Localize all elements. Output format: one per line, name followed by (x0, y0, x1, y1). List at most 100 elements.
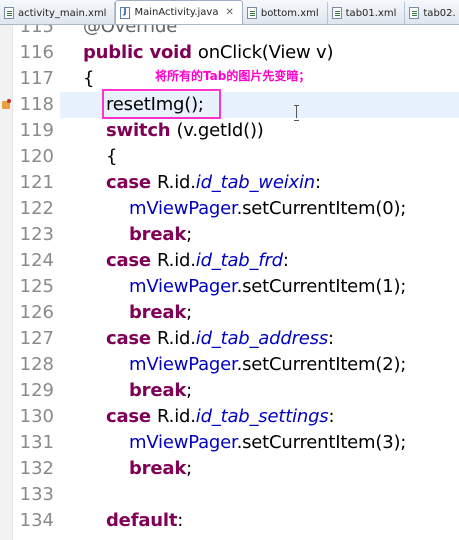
code-token: { (106, 146, 118, 167)
line-number: 115 (19, 25, 54, 37)
tab-label: tab01.xml (345, 7, 397, 19)
code-line[interactable]: 132 break; (0, 456, 459, 482)
code-token: @Override (83, 25, 178, 37)
code-line[interactable]: 130 case R.id.id_tab_settings: (0, 404, 459, 430)
keyword-token: break (129, 458, 187, 479)
xml-file-icon (4, 7, 14, 19)
line-number: 121 (19, 172, 54, 193)
code-text[interactable]: break; (129, 456, 192, 482)
code-token: R.id. (157, 172, 196, 193)
keyword-token: break (129, 380, 187, 401)
code-text[interactable]: break; (129, 300, 192, 326)
code-token: onClick(View v) (197, 42, 334, 63)
code-text[interactable]: default: (106, 508, 183, 534)
code-line[interactable]: 121 case R.id.id_tab_weixin: (0, 170, 459, 196)
line-number: 131 (19, 432, 54, 453)
tab-2[interactable]: bottom.xml (243, 2, 328, 24)
code-token: ; (186, 302, 192, 323)
line-number: 126 (19, 302, 54, 323)
code-token: ; (186, 380, 192, 401)
line-number: 118 (19, 94, 54, 115)
code-text[interactable]: { (83, 66, 94, 92)
code-token: (v.getId()) (176, 120, 264, 141)
code-text[interactable]: resetImg(); (106, 92, 204, 118)
editor-tab-bar: activity_main.xml MainActivity.java ✕ botto… (0, 0, 459, 25)
code-token: .setCurrentItem(3); (236, 432, 407, 453)
code-text[interactable]: case R.id.id_tab_settings: (106, 404, 335, 430)
line-number: 132 (19, 458, 54, 479)
code-line[interactable]: 128 mViewPager.setCurrentItem(2); (0, 352, 459, 378)
tab-4[interactable]: tab02. (405, 2, 459, 24)
breakpoint-marker-icon[interactable] (2, 99, 11, 110)
tab-close-icon[interactable]: ✕ (225, 7, 234, 18)
line-number: 130 (19, 406, 54, 427)
keyword-token: switch (106, 120, 177, 141)
code-line[interactable]: 123 break; (0, 222, 459, 248)
keyword-token: break (129, 302, 187, 323)
keyword-token: void (149, 42, 198, 63)
tab-label: bottom.xml (260, 7, 319, 19)
code-line[interactable]: 127 case R.id.id_tab_address: (0, 326, 459, 352)
keyword-token: public (83, 42, 150, 63)
code-text[interactable]: mViewPager.setCurrentItem(1); (129, 274, 406, 300)
code-token: { (83, 68, 95, 89)
chinese-annotation-note: 将所有的Tab的图片先变暗； (155, 69, 311, 83)
code-text[interactable]: { (106, 144, 117, 170)
field-token: id_tab_address (195, 328, 329, 349)
code-text[interactable]: case R.id.id_tab_weixin: (106, 170, 321, 196)
code-line[interactable]: 124 case R.id.id_tab_frd: (0, 248, 459, 274)
tab-3[interactable]: tab01.xml (328, 2, 406, 24)
xml-file-icon (331, 7, 342, 19)
keyword-token: case (106, 250, 158, 271)
resetimg-highlight-box (102, 89, 221, 119)
code-text[interactable]: mViewPager.setCurrentItem(3); (129, 430, 406, 456)
code-line[interactable]: 118 resetImg(); (0, 92, 459, 118)
code-line[interactable]: 129 break; (0, 378, 459, 404)
code-text[interactable]: mViewPager.setCurrentItem(0); (129, 196, 406, 222)
tab-0[interactable]: activity_main.xml (0, 2, 116, 24)
tab-1[interactable]: MainActivity.java ✕ (115, 0, 243, 24)
code-text[interactable]: mViewPager.setCurrentItem(2); (129, 352, 406, 378)
code-token: R.id. (157, 250, 196, 271)
line-number: 120 (19, 146, 54, 167)
code-line[interactable]: 131 mViewPager.setCurrentItem(3); (0, 430, 459, 456)
tab-label: MainActivity.java (134, 7, 219, 18)
code-token: ; (186, 458, 192, 479)
member-token: mViewPager (129, 198, 237, 219)
code-text[interactable]: @Override (83, 25, 177, 40)
line-number: 129 (19, 380, 54, 401)
line-number: 123 (19, 224, 54, 245)
current-line-highlight (60, 92, 459, 118)
code-text[interactable]: break; (129, 222, 192, 248)
code-line[interactable]: 120 { (0, 144, 459, 170)
code-text[interactable]: case R.id.id_tab_address: (106, 326, 334, 352)
line-number: 119 (19, 120, 54, 141)
code-line[interactable]: 117{ (0, 66, 459, 92)
line-number: 128 (19, 354, 54, 375)
line-number: 134 (19, 510, 54, 531)
code-token: .setCurrentItem(0); (236, 198, 407, 219)
code-line[interactable]: 115 @Override (0, 25, 459, 40)
code-line[interactable]: 119 switch (v.getId()) (0, 118, 459, 144)
code-text[interactable]: public void onClick(View v) (83, 40, 334, 66)
member-token: mViewPager (129, 432, 237, 453)
code-line[interactable]: 134 default: (0, 508, 459, 534)
keyword-token: case (106, 328, 158, 349)
code-line[interactable]: 126 break; (0, 300, 459, 326)
keyword-token: default (106, 510, 178, 531)
code-text[interactable]: break; (129, 378, 192, 404)
line-number: 127 (19, 328, 54, 349)
keyword-token: case (106, 406, 158, 427)
field-token: id_tab_frd (195, 250, 283, 271)
code-text[interactable]: case R.id.id_tab_frd: (106, 248, 289, 274)
code-token: : (328, 406, 335, 427)
code-token: R.id. (157, 328, 196, 349)
line-number: 133 (19, 484, 54, 505)
line-number: 124 (19, 250, 54, 271)
code-text[interactable]: switch (v.getId()) (106, 118, 264, 144)
code-line[interactable]: 133 (0, 482, 459, 508)
